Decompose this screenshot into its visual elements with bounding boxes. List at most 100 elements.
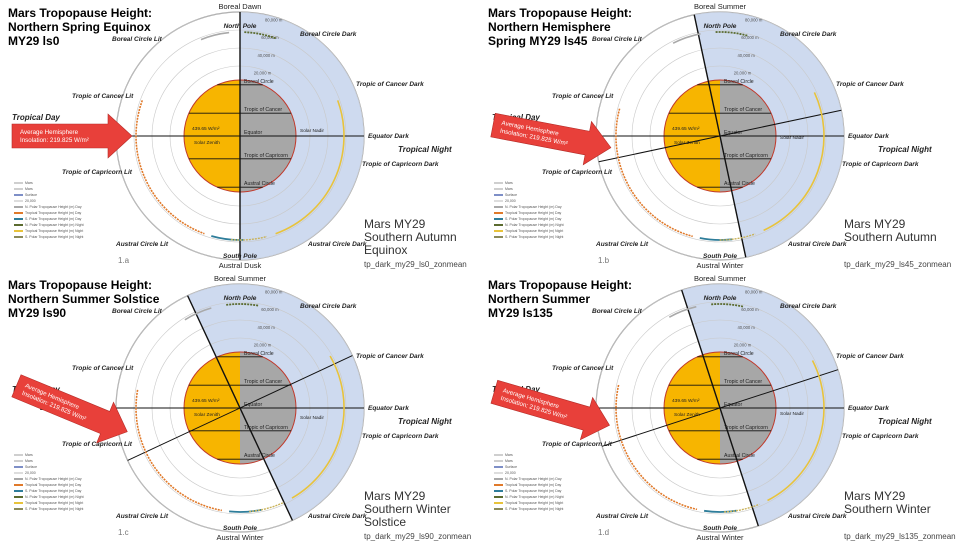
- legend-swatch: [14, 212, 23, 214]
- legend-item: Surface: [14, 192, 84, 198]
- region-label: Austral Circle Dark: [307, 241, 367, 248]
- insolation-arrow-shape: [490, 379, 610, 441]
- legend-label: S. Polar Tropopause Height (m) Day: [25, 217, 82, 221]
- latitude-label: Tropic of Cancer: [724, 379, 762, 385]
- season-top-label: Boreal Dawn: [219, 2, 262, 11]
- legend-label: Mars: [505, 459, 513, 463]
- region-label: Boreal Circle Lit: [592, 308, 643, 315]
- region-label: Tropic of Cancer Dark: [356, 353, 424, 360]
- legend-label: Mars: [25, 181, 33, 185]
- legend-item: S. Polar Tropopause Height (m) Day: [494, 216, 564, 222]
- legend-item: N. Polar Tropopause Height (m) Night: [14, 494, 84, 500]
- tropopause-trace: [767, 360, 825, 502]
- legend-swatch: [14, 472, 23, 474]
- legend-label: 20,000: [505, 471, 516, 475]
- region-label: Tropic of Capricorn Dark: [362, 161, 439, 168]
- legend-label: Tropical Tropopause Height (m) Night: [25, 501, 84, 505]
- legend-swatch: [14, 206, 23, 208]
- panel-caption: Mars MY29 Southern Autumn: [844, 217, 937, 244]
- legend-item: N. Polar Tropopause Height (m) Day: [14, 476, 84, 482]
- region-label: Tropic of Cancer Dark: [356, 81, 424, 88]
- legend-label: Mars: [505, 181, 513, 185]
- legend-item: Mars: [494, 458, 564, 464]
- legend-item: Mars: [494, 452, 564, 458]
- legend-swatch: [14, 502, 23, 504]
- legend-swatch: [14, 508, 23, 510]
- legend-swatch: [14, 230, 23, 232]
- latitude-label: Boreal Circle: [724, 351, 754, 357]
- tropopause-trace: [615, 384, 698, 511]
- solar-zenith-label: Solar Zenith: [194, 412, 220, 418]
- latitude-label: Austral Circle: [244, 181, 275, 187]
- legend-swatch: [14, 224, 23, 226]
- legend-swatch: [494, 496, 503, 498]
- legend-swatch: [494, 194, 503, 196]
- legend-item: S. Polar Tropopause Height (m) Night: [14, 234, 84, 240]
- tropopause-trace: [275, 100, 345, 235]
- legend-label: Mars: [25, 187, 33, 191]
- legend-label: N. Polar Tropopause Height (m) Night: [25, 495, 84, 499]
- legend-swatch: [14, 460, 23, 462]
- legend-swatch: [494, 200, 503, 202]
- region-label: Tropical Night: [878, 417, 932, 426]
- panel-filename: tp_dark_my29_ls90_zonmean: [364, 532, 472, 541]
- legend-label: Surface: [505, 193, 518, 197]
- region-label: Tropic of Capricorn Lit: [542, 441, 613, 448]
- legend-swatch: [14, 466, 23, 468]
- legend-item: N. Polar Tropopause Height (m) Day: [14, 204, 84, 210]
- solar-zenith-label: Solar Zenith: [674, 140, 700, 146]
- region-label: Tropical Night: [398, 417, 452, 426]
- legend-item: N. Polar Tropopause Height (m) Day: [494, 476, 564, 482]
- legend-item: S. Polar Tropopause Height (m) Day: [494, 488, 564, 494]
- latitude-label: Austral Circle: [724, 453, 755, 459]
- legend-item: S. Polar Tropopause Height (m) Night: [14, 506, 84, 512]
- legend-item: S. Polar Tropopause Height (m) Night: [494, 234, 564, 240]
- tropopause-trace: [723, 503, 760, 513]
- ring-label: 80,000 m: [265, 290, 283, 295]
- tropopause-trace: [184, 307, 212, 321]
- panel-title: Mars Tropopause Height: Northern Spring …: [8, 6, 153, 48]
- legend-swatch: [494, 236, 503, 238]
- legend-label: S. Polar Tropopause Height (m) Night: [25, 507, 84, 511]
- legend-item: Mars: [14, 186, 84, 192]
- legend-item: Surface: [494, 464, 564, 470]
- region-label: Equator Dark: [368, 405, 409, 412]
- ring-label: 60,000 m: [261, 35, 279, 40]
- sun-line: [598, 109, 842, 163]
- region-label: Equator Dark: [368, 133, 409, 140]
- ring-label: 40,000 m: [257, 325, 275, 330]
- legend-label: Surface: [25, 465, 38, 469]
- legend-label: S. Polar Tropopause Height (m) Night: [505, 235, 564, 239]
- south-pole-label: South Pole: [703, 525, 737, 532]
- legend-label: S. Polar Tropopause Height (m) Day: [505, 489, 562, 493]
- legend-swatch: [494, 218, 503, 220]
- legend-item: N. Polar Tropopause Height (m) Night: [14, 222, 84, 228]
- solar-nadir-label: Solar Nadir: [300, 415, 324, 421]
- legend-label: Tropical Tropopause Height (m) Day: [25, 483, 82, 487]
- panel-tag: 1.d: [598, 528, 610, 537]
- panel-filename: tp_dark_my29_ls135_zonmean: [844, 532, 956, 541]
- latitude-label: Equator: [244, 130, 262, 136]
- legend-item: Tropical Tropopause Height (m) Night: [14, 500, 84, 506]
- region-label: Tropic of Cancer Dark: [836, 81, 904, 88]
- sun-line: [127, 355, 353, 461]
- region-label: Boreal Circle Dark: [300, 303, 357, 310]
- region-label: Austral Circle Dark: [787, 241, 847, 248]
- legend-swatch: [14, 182, 23, 184]
- panel-tag: 1.a: [118, 256, 130, 265]
- region-label: Austral Circle Lit: [115, 241, 169, 248]
- insolation-arrow-shape: [11, 113, 133, 159]
- zenith-flux-label: 439.65 W/m²: [192, 398, 220, 404]
- solar-nadir-label: Solar Nadir: [780, 135, 804, 141]
- legend-swatch: [494, 182, 503, 184]
- legend-item: Tropical Tropopause Height (m) Day: [14, 482, 84, 488]
- latitude-label: Tropic of Cancer: [244, 107, 282, 113]
- north-pole-label: North Pole: [704, 23, 737, 30]
- ring-label: 40,000 m: [737, 53, 755, 58]
- legend-label: 20,000: [25, 199, 36, 203]
- legend-swatch: [494, 206, 503, 208]
